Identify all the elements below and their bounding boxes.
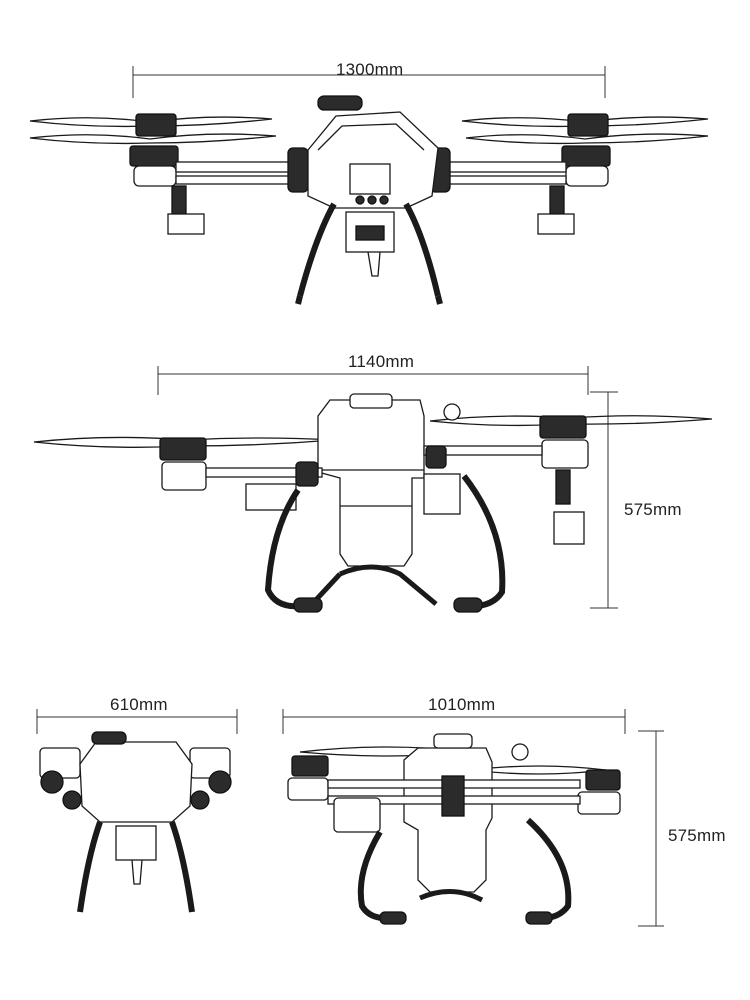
skid-brace (312, 572, 342, 604)
pump (355, 225, 385, 241)
dimension-label-folded-side-height: 575mm (668, 826, 726, 845)
skid-foot (293, 597, 323, 613)
spray-tank (403, 747, 493, 893)
motor (190, 790, 210, 810)
nozzle-drop-base (553, 511, 585, 545)
arm (445, 161, 567, 173)
arm-joint (441, 775, 465, 817)
motor (62, 790, 82, 810)
motor-mount (129, 145, 179, 167)
propeller-blade (29, 133, 277, 145)
nozzle-drop-base (537, 213, 575, 235)
dimension-lines (36, 66, 664, 927)
nozzle-drop (549, 185, 565, 215)
arm (205, 467, 323, 478)
main-body (79, 741, 193, 823)
arm-joint (287, 147, 309, 193)
propeller-blade (29, 116, 273, 128)
motor (135, 113, 177, 137)
motor (539, 415, 587, 439)
skid-brace (418, 888, 484, 903)
side-module (333, 797, 381, 833)
dimension-label-top-width: 1300mm (336, 60, 404, 79)
motor-mount (561, 145, 611, 167)
dimension-label-folded-side-width: 1010mm (428, 695, 496, 714)
tank (345, 211, 395, 253)
nozzle-housing (577, 791, 621, 815)
tank-cap (433, 733, 473, 749)
spray-nozzle (131, 859, 143, 885)
landing-leg (357, 830, 393, 922)
sensor (367, 195, 377, 205)
spray-tank (317, 399, 425, 567)
motor (208, 770, 232, 794)
battery-box (423, 473, 461, 515)
tank (115, 825, 157, 861)
arm (175, 161, 297, 173)
body-detail (317, 123, 425, 151)
main-body (307, 111, 439, 209)
motor (159, 437, 207, 461)
landing-leg (77, 821, 103, 913)
antenna (443, 403, 461, 421)
nozzle-housing (133, 165, 177, 187)
sensor (355, 195, 365, 205)
nozzle-housing (565, 165, 609, 187)
landing-leg (264, 488, 301, 610)
tank-cap (349, 393, 393, 409)
arm-joint (295, 461, 319, 487)
gps-antenna (317, 95, 363, 111)
dimension-label-side-height: 575mm (624, 500, 682, 519)
landing-leg (169, 821, 195, 913)
folded-side-view-drone (287, 733, 621, 925)
landing-leg (403, 202, 441, 297)
landing-leg (297, 202, 337, 297)
motor (567, 113, 609, 137)
nozzle-drop (555, 469, 571, 505)
dimension-label-folded-front-width: 610mm (110, 695, 168, 714)
nozzle-housing (161, 461, 207, 491)
skid-foot (453, 597, 483, 613)
antenna (511, 743, 529, 761)
front-view-drone (29, 95, 709, 305)
folded-front-view-drone (39, 731, 232, 913)
arm-joint (425, 445, 447, 469)
landing-leg (461, 474, 506, 610)
skid-foot (379, 911, 407, 925)
dimension-label-side-width: 1140mm (348, 352, 415, 371)
skid-foot (525, 911, 553, 925)
propeller-blade (461, 116, 709, 128)
skid-brace (338, 564, 438, 606)
gps-antenna (91, 731, 127, 745)
leg-foot (295, 295, 303, 305)
motor (291, 755, 329, 777)
arm (423, 445, 543, 456)
nozzle-drop-base (167, 213, 205, 235)
propeller-blade (429, 415, 713, 427)
nozzle-drop (171, 185, 187, 215)
body-window (349, 163, 391, 195)
landing-leg (525, 817, 572, 922)
arm (445, 175, 567, 185)
side-view-drone (33, 393, 713, 613)
nozzle-housing (287, 777, 329, 801)
spray-nozzle (367, 251, 381, 277)
leg-foot (435, 295, 443, 305)
nozzle-housing (541, 439, 589, 469)
motor (40, 770, 64, 794)
sensor (379, 195, 389, 205)
arm (175, 175, 297, 185)
propeller-blade (465, 133, 709, 145)
motor (585, 769, 621, 791)
